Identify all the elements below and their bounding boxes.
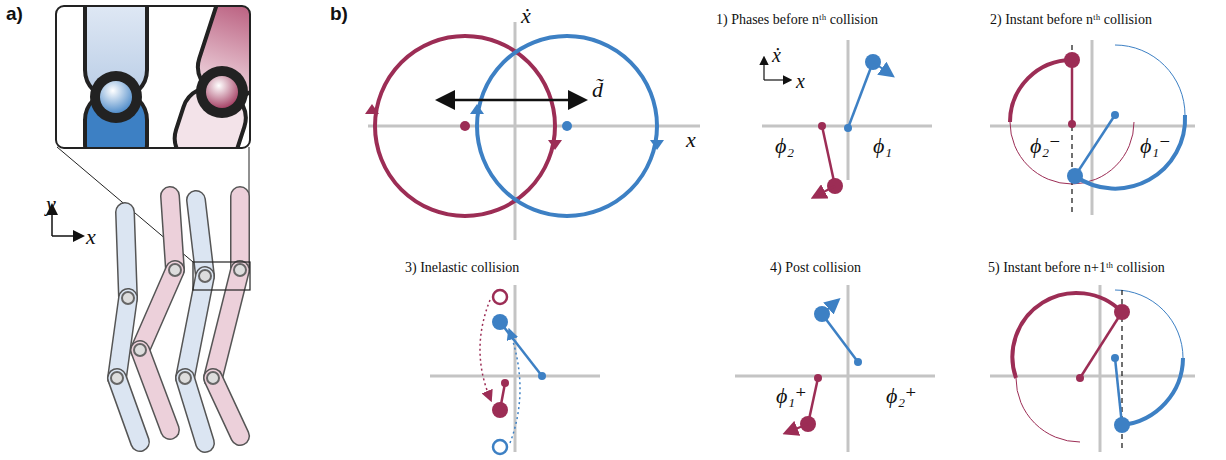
step-title: 3) Inelastic collision (405, 260, 519, 275)
leg-segment (213, 270, 240, 378)
step-title: 5) Instant before n+1ᵗʰ collision (988, 260, 1165, 275)
joint (179, 372, 191, 384)
leg-segment (117, 378, 140, 442)
axis-label: x (796, 70, 805, 92)
leg-segment (232, 196, 249, 270)
phase-label: ϕ₂ (775, 134, 794, 158)
distance-label: d̃ (592, 78, 603, 102)
axis-label: x (686, 128, 696, 152)
joint (234, 264, 246, 276)
leg-segment (140, 270, 175, 350)
step-title: 4) Post collision (770, 260, 861, 275)
step-title: 1) Phases before nᵗʰ collision (716, 12, 878, 27)
leg-segment (213, 270, 240, 378)
leg-segment (140, 270, 175, 350)
leg-segment (196, 200, 205, 276)
leg-segment (140, 350, 170, 430)
leg-segment (170, 196, 175, 270)
leg-segment (185, 378, 205, 443)
joint (207, 372, 219, 384)
phase-label: ϕ₂⁺ (886, 384, 917, 408)
phase-label: ϕ₂⁻ (1030, 134, 1061, 158)
leg-segment (117, 378, 140, 442)
phase-label: ϕ₁⁺ (776, 384, 807, 408)
leg-segment (117, 298, 128, 378)
phase-label: ϕ₁ (873, 134, 892, 158)
leg-segment (185, 276, 205, 378)
joint (169, 264, 181, 276)
leg-segment (185, 276, 205, 378)
leg-segment (125, 212, 128, 298)
leg-segment (117, 298, 128, 378)
panel-letter: b) (330, 4, 348, 25)
axis-label: ẋ (772, 44, 781, 66)
leg-segment (196, 200, 205, 276)
axis-label: ẋ (521, 4, 531, 28)
axis-label: x (86, 225, 96, 249)
panel-letter: a) (6, 4, 23, 25)
leg-segment (213, 378, 240, 436)
step-title: 2) Instant before nᵗʰ collision (990, 12, 1152, 27)
joint (111, 372, 123, 384)
axis-label: y (46, 192, 56, 216)
leg-segment (230, 196, 250, 270)
leg-segment (213, 378, 240, 436)
joint (199, 270, 211, 282)
leg-segment (140, 350, 170, 430)
leg-segment (170, 196, 175, 270)
leg-segment (185, 378, 205, 443)
phase-label: ϕ₁⁻ (1140, 134, 1171, 158)
joint (134, 344, 146, 356)
joint (122, 292, 134, 304)
leg-segment (125, 212, 128, 298)
